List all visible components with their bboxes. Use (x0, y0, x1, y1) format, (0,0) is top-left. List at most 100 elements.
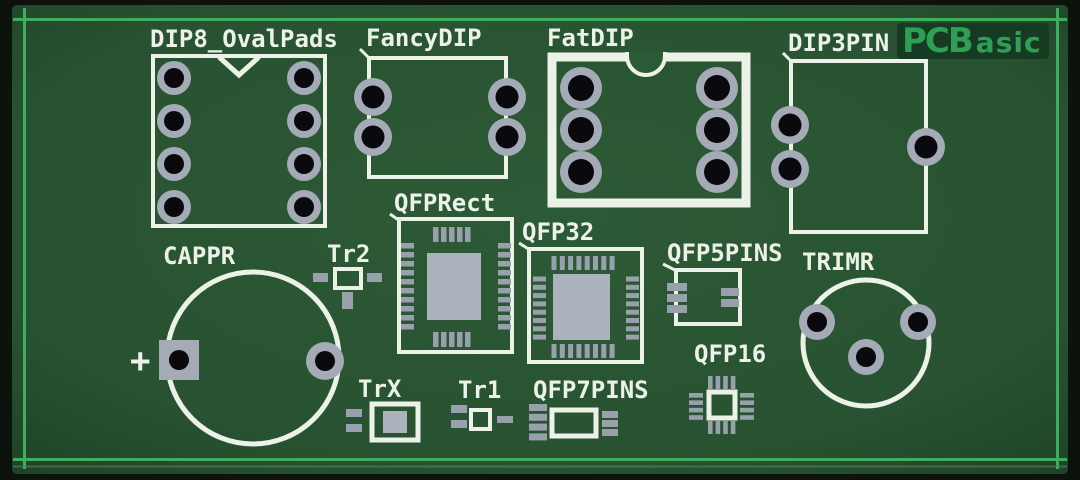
qfp32-pad-bottom (601, 344, 607, 358)
qfp32-pad-top (584, 256, 590, 270)
dip8-pad-hole (294, 154, 314, 174)
qfp32-pad-left (533, 301, 546, 307)
fatdip-pad-hole (568, 75, 594, 101)
qfprect-pad-left (401, 243, 414, 249)
component-cappr[interactable]: CAPPR + (130, 242, 344, 447)
fatdip-label: FatDIP (547, 24, 634, 52)
trx-label: TrX (358, 375, 402, 403)
qfp32-chip-body (553, 274, 610, 340)
qfprect-pad-left (401, 270, 414, 276)
component-tr2[interactable]: Tr2 (313, 240, 382, 309)
qfprect-pad-left (401, 306, 414, 312)
qfp7pins-pad-left (529, 413, 547, 421)
pcbasic-logo-text: PCB asic (902, 21, 1042, 61)
tr1-label: Tr1 (458, 376, 501, 404)
tr1-body-outline (469, 408, 492, 431)
qfprect-pad-top (441, 227, 447, 242)
component-tr1[interactable]: Tr1 (451, 376, 513, 431)
qfprect-chip-body (427, 253, 481, 320)
tr2-body-outline (333, 267, 363, 290)
qfp32-pad-right (626, 284, 639, 290)
qfp32-pad-top (559, 256, 565, 270)
qfprect-pad-right (498, 306, 511, 312)
component-dip8[interactable]: DIP8_OvalPads (150, 25, 338, 228)
tr2-label: Tr2 (327, 240, 370, 268)
qfp16-pad-right (740, 400, 754, 405)
qfp5pins-pad-left (667, 294, 687, 302)
qfprect-pad-left (401, 288, 414, 294)
qfp5pins-pad-right (721, 299, 739, 307)
dip8-pad-hole (294, 197, 314, 217)
fancydip-pad-hole (361, 85, 385, 109)
qfp32-label: QFP32 (522, 218, 594, 246)
cappr-label: CAPPR (163, 242, 236, 270)
qfp32-pad-right (626, 301, 639, 307)
board-outline-marking (13, 8, 1067, 469)
qfprect-pad-left (401, 252, 414, 258)
qfp16-pad-right (740, 407, 754, 413)
dip8-pin1-notch (217, 55, 261, 79)
tr2-pad-right (367, 273, 382, 282)
qfprect-pad-left (401, 315, 414, 321)
trx-pads (346, 409, 362, 432)
tr1-pad-left (451, 405, 467, 413)
component-qfp16[interactable]: QFP16 (689, 340, 766, 434)
qfp32-pad-bottom (559, 344, 565, 358)
qfp32-pad-left (533, 326, 546, 332)
qfp16-pad-top (708, 376, 713, 389)
fancydip-pad-hole (361, 125, 385, 149)
dip8-pad-hole (294, 68, 314, 88)
qfp32-pad-top (601, 256, 607, 270)
qfprect-pad-bottom (457, 332, 463, 347)
qfp32-pad-top (551, 256, 557, 270)
fatdip-pad-hole (704, 75, 730, 101)
qfprect-pad-top (465, 227, 471, 242)
qfp32-pad-top (576, 256, 582, 270)
qfp16-pad-right (740, 415, 754, 420)
dip8-pad-hole (164, 154, 184, 174)
component-fatdip[interactable]: FatDIP (547, 24, 751, 208)
qfp5pins-pads (667, 283, 739, 313)
qfprect-pad-right (498, 288, 511, 294)
qfprect-pad-left (401, 279, 414, 285)
qfp7pins-pad-left (529, 404, 547, 411)
trx-pad-left (346, 409, 362, 417)
qfp7pins-pads (529, 404, 618, 441)
component-trx[interactable]: TrX (346, 375, 421, 443)
component-qfp7pins[interactable]: QFP7PINS (529, 376, 649, 441)
qfprect-pad-right (498, 324, 511, 330)
dip3pin-pad-hole (778, 113, 802, 137)
dip3pin-label: DIP3PIN (788, 29, 889, 57)
qfp32-outline (527, 247, 644, 364)
qfprect-pad-top (457, 227, 463, 242)
tr1-pads (451, 405, 467, 428)
dip3pin-pad-hole (778, 157, 802, 181)
fatdip-notch-arc (625, 52, 667, 77)
component-qfprect[interactable]: QFPRect (389, 189, 514, 354)
dip8-pads (157, 61, 321, 224)
qfp32-pad-right (626, 309, 639, 315)
fatdip-pad-hole (568, 159, 594, 185)
dip8-pad-hole (294, 111, 314, 131)
component-qfp5pins[interactable]: QFP5PINS (662, 239, 783, 326)
component-qfp32[interactable]: QFP32 (518, 218, 644, 364)
qfp32-pad-bottom (584, 344, 590, 358)
fatdip-pads (560, 67, 738, 193)
trimr-body-circle (800, 277, 932, 409)
qfp32-pad-bottom (609, 344, 615, 358)
qfp32-pad-right (626, 334, 639, 340)
qfprect-pad-left (401, 297, 414, 303)
fancydip-pad-hole (495, 85, 519, 109)
component-dip3pin[interactable]: DIP3PIN (771, 29, 945, 234)
component-fancydip[interactable]: FancyDIP (354, 24, 526, 179)
qfp7pins-pad-right (602, 429, 618, 436)
cappr-polarity-mark: + (130, 341, 150, 381)
qfprect-pad-bottom (465, 332, 471, 347)
qfp32-pad-right (626, 318, 639, 323)
trx-body-fill (383, 411, 407, 433)
dip8-pad-hole (164, 68, 184, 88)
cappr-pad-positive-hole (169, 350, 189, 370)
fancydip-outline (367, 56, 508, 179)
component-trimr[interactable]: TRIMR (799, 248, 936, 409)
qfprect-pad-bottom (449, 332, 455, 347)
